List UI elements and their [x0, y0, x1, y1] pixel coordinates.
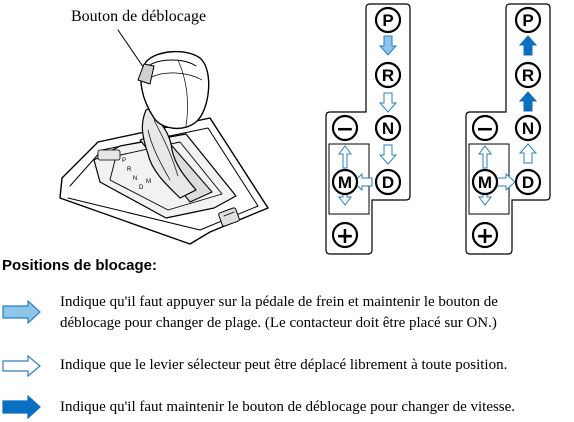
- gear-letter-m: M: [478, 173, 492, 192]
- gear-m-circle: [471, 168, 499, 196]
- gear-p-circle: [374, 6, 402, 34]
- gear-letter-minus: −: [336, 117, 354, 142]
- legend-item-line: Indique qu'il faut maintenir le bouton d…: [60, 399, 516, 415]
- gear-plus-circle: [471, 221, 499, 249]
- svg-text:R: R: [127, 167, 132, 173]
- legend-item-brake-release: Indique qu'il faut appuyer sur la pédale…: [60, 292, 498, 334]
- gear-letter-n: N: [522, 119, 534, 138]
- gear-n-circle: [374, 114, 402, 142]
- gear-plus-circle: [331, 221, 359, 249]
- gear-minus-circle: [471, 114, 499, 142]
- gear-letter-d: D: [522, 173, 534, 192]
- legend-item-line: déblocage pour changer de plage. (Le con…: [60, 315, 497, 331]
- gear-letter-n: N: [382, 119, 394, 138]
- shift-gate-right: P R N D M − +: [465, 3, 551, 255]
- legend-item-line: Indique qu'il faut appuyer sur la pédale…: [60, 294, 498, 310]
- gear-letter-d: D: [382, 173, 394, 192]
- gear-r-circle: [514, 61, 542, 89]
- svg-text:P: P: [122, 158, 126, 164]
- svg-text:N: N: [133, 176, 137, 182]
- legend-item-line: Indique que le levier sélecteur peut êtr…: [60, 357, 508, 373]
- gear-letter-plus: +: [336, 224, 354, 249]
- light-blue-arrow-icon: [2, 300, 41, 324]
- gear-r-circle: [374, 61, 402, 89]
- legend-item-free-move: Indique que le levier sélecteur peut êtr…: [60, 355, 507, 376]
- release-button-label: Bouton de déblocage: [71, 8, 207, 25]
- gear-m-circle: [331, 168, 359, 196]
- gear-letter-r: R: [522, 66, 534, 85]
- gear-p-circle: [514, 6, 542, 34]
- gear-d-circle: [374, 168, 402, 196]
- gear-n-circle: [514, 114, 542, 142]
- gear-letter-p: P: [522, 11, 533, 30]
- illustration: P R N D M: [59, 3, 551, 255]
- white-arrow-icon: [2, 354, 41, 378]
- gear-letter-minus: −: [476, 117, 494, 142]
- gear-minus-circle: [331, 114, 359, 142]
- legend-title: Positions de blocage:: [2, 257, 158, 274]
- shift-gate-left: P R N D M − +: [325, 3, 411, 255]
- gear-d-circle: [514, 168, 542, 196]
- gear-letter-p: P: [382, 11, 393, 30]
- gear-letter-plus: +: [476, 224, 494, 249]
- gear-letter-m: M: [338, 173, 352, 192]
- svg-text:D: D: [139, 185, 144, 191]
- solid-blue-arrow-icon: [2, 395, 41, 419]
- shift-lever-drawing: P R N D M: [59, 29, 269, 245]
- legend-item-hold-button: Indique qu'il faut maintenir le bouton d…: [60, 397, 515, 418]
- gear-letter-r: R: [382, 66, 394, 85]
- svg-text:M: M: [146, 179, 151, 185]
